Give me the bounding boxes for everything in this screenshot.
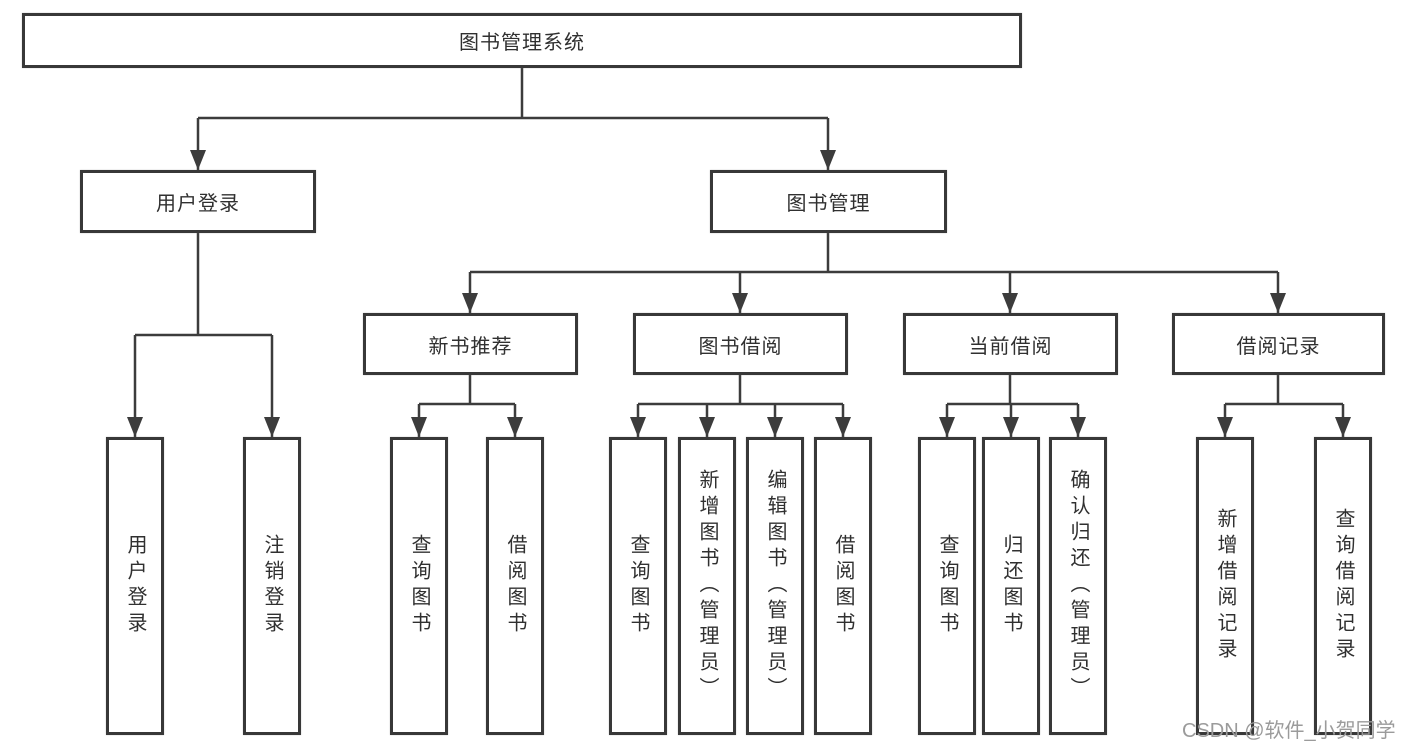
node-leaf-query-books-current: 查询图书 bbox=[918, 437, 976, 735]
node-leaf-add-book-admin: 新增图书（管理员） bbox=[678, 437, 736, 735]
node-leaf-confirm-return-admin-label: 确认归还（管理员） bbox=[1067, 469, 1089, 703]
node-leaf-user-login-label: 用户登录 bbox=[124, 534, 146, 638]
node-leaf-return-books-label: 归还图书 bbox=[1000, 534, 1022, 638]
node-leaf-query-books-recommend: 查询图书 bbox=[390, 437, 448, 735]
node-leaf-query-borrow-record-label: 查询借阅记录 bbox=[1332, 508, 1354, 664]
node-book-management-system: 图书管理系统 bbox=[22, 13, 1022, 68]
node-borrowing-records: 借阅记录 bbox=[1172, 313, 1385, 375]
csdn-watermark: CSDN @软件_小贺同学 bbox=[1182, 720, 1396, 742]
node-leaf-borrow-books-recommend-label: 借阅图书 bbox=[504, 534, 526, 638]
node-leaf-user-login: 用户登录 bbox=[106, 437, 164, 735]
node-leaf-add-borrow-record: 新增借阅记录 bbox=[1196, 437, 1254, 735]
node-leaf-borrow-books-borrowing-label: 借阅图书 bbox=[832, 534, 854, 638]
node-book-management-system-label: 图书管理系统 bbox=[459, 32, 585, 54]
node-new-book-recommendation-label: 新书推荐 bbox=[428, 335, 513, 358]
connectors bbox=[127, 68, 1351, 437]
node-leaf-query-books-current-label: 查询图书 bbox=[936, 534, 958, 638]
node-user-login: 用户登录 bbox=[80, 170, 316, 233]
node-borrowing-records-label: 借阅记录 bbox=[1236, 335, 1321, 358]
node-leaf-borrow-books-borrowing: 借阅图书 bbox=[814, 437, 872, 735]
node-book-borrowing-label: 图书借阅 bbox=[698, 335, 783, 358]
node-leaf-edit-book-admin-label: 编辑图书（管理员） bbox=[764, 469, 786, 703]
node-new-book-recommendation: 新书推荐 bbox=[363, 313, 578, 375]
node-leaf-query-books-borrowing: 查询图书 bbox=[609, 437, 667, 735]
node-leaf-return-books: 归还图书 bbox=[982, 437, 1040, 735]
node-current-borrowing: 当前借阅 bbox=[903, 313, 1118, 375]
node-leaf-edit-book-admin: 编辑图书（管理员） bbox=[746, 437, 804, 735]
node-leaf-confirm-return-admin: 确认归还（管理员） bbox=[1049, 437, 1107, 735]
node-user-login-label: 用户登录 bbox=[156, 193, 240, 215]
node-book-borrowing: 图书借阅 bbox=[633, 313, 848, 375]
node-leaf-add-book-admin-label: 新增图书（管理员） bbox=[696, 469, 718, 703]
node-leaf-logout-label: 注销登录 bbox=[261, 534, 283, 638]
node-leaf-query-borrow-record: 查询借阅记录 bbox=[1314, 437, 1372, 735]
node-leaf-add-borrow-record-label: 新增借阅记录 bbox=[1214, 508, 1236, 664]
node-book-management: 图书管理 bbox=[710, 170, 947, 233]
node-leaf-query-books-recommend-label: 查询图书 bbox=[408, 534, 430, 638]
node-leaf-query-books-borrowing-label: 查询图书 bbox=[627, 534, 649, 638]
node-leaf-logout: 注销登录 bbox=[243, 437, 301, 735]
node-leaf-borrow-books-recommend: 借阅图书 bbox=[486, 437, 544, 735]
node-book-management-label: 图书管理 bbox=[786, 193, 871, 215]
node-current-borrowing-label: 当前借阅 bbox=[968, 335, 1053, 358]
